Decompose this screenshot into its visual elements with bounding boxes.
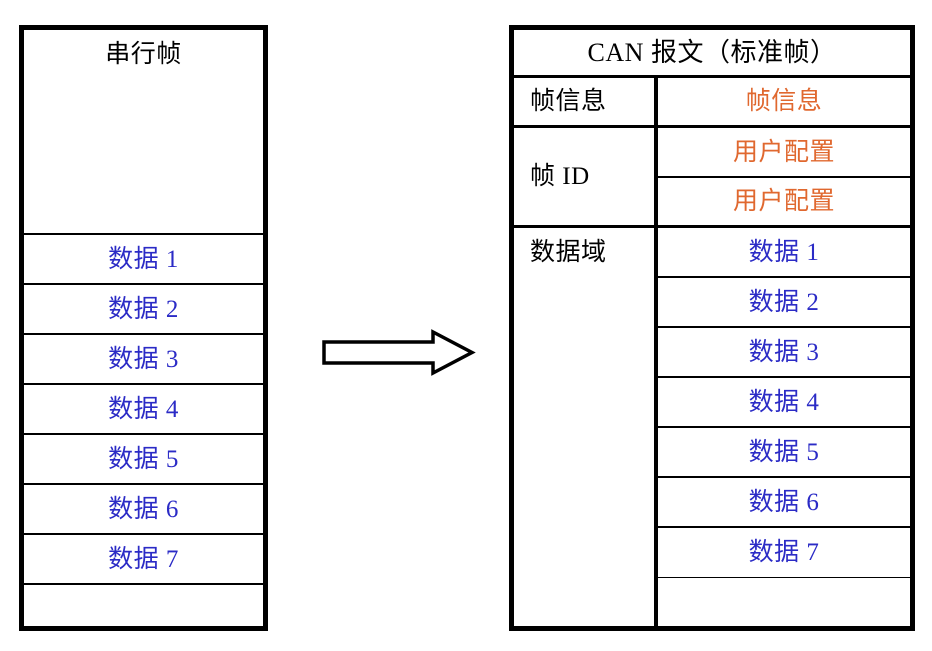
can-label-data-field: 数据域 [514,228,654,624]
can-value-row-7: 数据 4 [658,378,910,428]
can-label-text: 帧信息 [530,88,607,115]
right-arrow-icon [318,328,478,378]
serial-frame-row-label: 数据 3 [108,345,179,373]
serial-frame-header-cell: 串行帧 [24,30,263,235]
serial-frame-row-label: 数据 2 [108,295,179,323]
can-value-row-6: 数据 3 [658,328,910,378]
can-value-text: 数据 3 [748,338,820,366]
serial-frame-row-7: 数据 7 [24,535,263,585]
can-message-table: CAN 报文（标准帧） 帧信息 帧 ID 数据域 [509,25,915,631]
serial-frame-row-label: 数据 5 [108,445,179,473]
can-value-text: 用户配置 [732,188,835,215]
can-message-label-column: 帧信息 帧 ID 数据域 [514,78,658,627]
can-message-value-column: 帧信息 用户配置 用户配置 数据 1 数据 2 数据 3 [658,78,910,627]
serial-frame-row-5: 数据 5 [24,435,263,485]
can-value-row-4: 数据 1 [658,228,910,278]
serial-frame-row-3: 数据 3 [24,335,263,385]
can-message-table-inner: CAN 报文（标准帧） 帧信息 帧 ID 数据域 [514,30,910,627]
serial-frame-row-label: 数据 1 [108,245,179,273]
serial-frame-row-4: 数据 4 [24,385,263,435]
can-message-body: 帧信息 帧 ID 数据域 帧信息 用户配置 [514,78,910,627]
can-label-text: 数据域 [530,239,607,266]
serial-frame-title: 串行帧 [105,41,182,68]
can-message-header-cell: CAN 报文（标准帧） [514,30,910,78]
serial-frame-table: 串行帧 数据 1 数据 2 数据 3 数据 4 数据 5 数据 6 数据 7 [19,25,268,631]
can-value-row-9: 数据 6 [658,478,910,528]
can-label-frame-id: 帧 ID [514,128,654,228]
can-value-row-8: 数据 5 [658,428,910,478]
can-value-text: 数据 5 [748,438,820,466]
serial-frame-empty-row [24,585,263,635]
can-value-text: 用户配置 [732,138,835,166]
serial-frame-row-label: 数据 6 [108,495,179,523]
can-value-text: 数据 4 [748,388,820,416]
serial-frame-row-1: 数据 1 [24,235,263,285]
can-value-row-2: 用户配置 [658,128,910,178]
can-value-empty-row [658,578,910,627]
can-value-text: 帧信息 [745,88,823,115]
can-value-row-3: 用户配置 [658,178,910,228]
can-value-row-10: 数据 7 [658,528,910,578]
serial-frame-row-label: 数据 7 [108,545,179,573]
can-value-text: 数据 7 [748,539,820,566]
can-label-text: 帧 ID [530,163,590,190]
can-message-title: CAN 报文（标准帧） [587,37,837,67]
can-value-text: 数据 1 [748,238,820,266]
serial-frame-row-2: 数据 2 [24,285,263,335]
can-value-row-5: 数据 2 [658,278,910,328]
can-value-text: 数据 6 [748,488,820,516]
serial-frame-row-6: 数据 6 [24,485,263,535]
right-arrow-svg [322,329,476,376]
can-label-frame-info: 帧信息 [514,78,654,128]
serial-frame-row-label: 数据 4 [108,395,179,423]
serial-frame-table-inner: 串行帧 数据 1 数据 2 数据 3 数据 4 数据 5 数据 6 数据 7 [24,30,263,626]
can-value-row-1: 帧信息 [658,78,910,128]
can-value-text: 数据 2 [748,288,820,316]
